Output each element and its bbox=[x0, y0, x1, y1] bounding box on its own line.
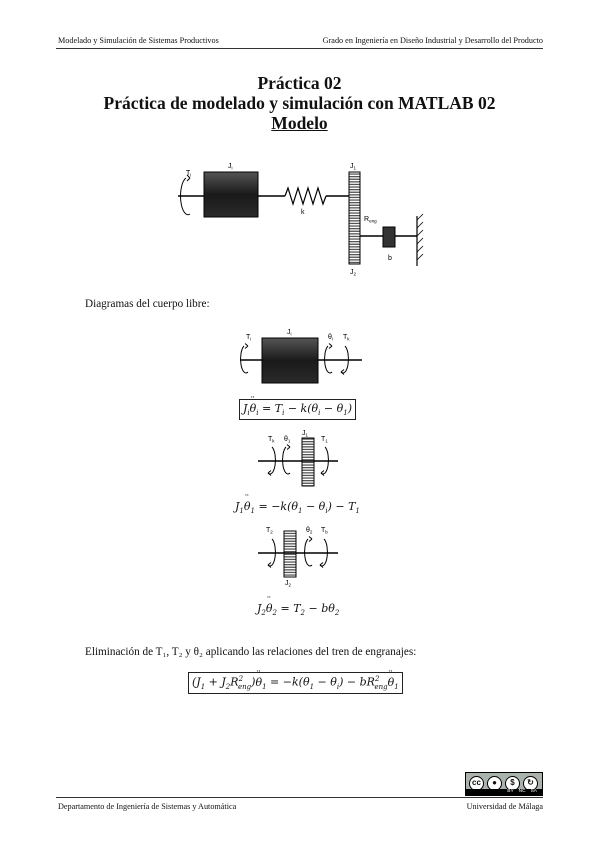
svg-text:θ1: θ1 bbox=[284, 436, 291, 444]
svg-text:θ2: θ2 bbox=[306, 527, 313, 535]
header-course: Modelado y Simulación de Sistemas Produc… bbox=[58, 36, 219, 45]
svg-text:Ji: Ji bbox=[287, 329, 292, 337]
spring-k bbox=[284, 185, 327, 207]
svg-text:b: b bbox=[388, 255, 392, 262]
fbd-ji: Ti Ji θi Tk bbox=[240, 329, 362, 384]
svg-text:J1: J1 bbox=[302, 430, 309, 438]
svg-text:T2: T2 bbox=[266, 527, 273, 535]
equation-combined: (J1 + J2R2eng)θ1 = −k(θ1 − θi) − bR2engθ… bbox=[188, 670, 403, 694]
equation-inertia-j1: J1θ1 = −k(θ1 − θi) − T1 bbox=[235, 494, 360, 515]
svg-text:J2: J2 bbox=[350, 269, 357, 277]
header-degree: Grado en Ingeniería en Diseño Industrial… bbox=[322, 36, 543, 45]
svg-text:Ti: Ti bbox=[246, 334, 251, 342]
svg-text:Ti: Ti bbox=[186, 170, 191, 178]
title-practice: Práctica 02 bbox=[257, 73, 342, 93]
header-rule bbox=[56, 48, 543, 49]
svg-text:J1: J1 bbox=[350, 163, 357, 171]
svg-text:θi: θi bbox=[328, 334, 333, 342]
svg-text:Tk: Tk bbox=[268, 436, 275, 444]
svg-text:Reng: Reng bbox=[364, 216, 377, 224]
footer-rule bbox=[56, 797, 543, 798]
model-diagram: Ti Ji k J1 Reng b J2 bbox=[178, 163, 424, 277]
svg-text:J2: J2 bbox=[285, 580, 292, 588]
svg-text:Tk: Tk bbox=[343, 334, 350, 342]
fbd-j2: T2 θ2 Tb J2 bbox=[258, 527, 338, 588]
title-subtitle: Práctica de modelado y simulación con MA… bbox=[103, 93, 496, 113]
elimination-caption: Eliminación de T₁, T₂ y θ₂ aplicando las… bbox=[85, 646, 417, 658]
footer-department: Departamento de Ingeniería de Sistemas y… bbox=[58, 802, 237, 811]
damper-b bbox=[382, 226, 396, 248]
footer-university: Universidad de Málaga bbox=[466, 802, 543, 811]
inertia-ji bbox=[203, 171, 259, 218]
svg-text:T1: T1 bbox=[321, 436, 328, 444]
free-body-caption: Diagramas del cuerpo libre: bbox=[85, 298, 210, 310]
fbd-j1: Tk θ1 J1 T1 bbox=[258, 430, 338, 487]
gear-j1 bbox=[348, 171, 361, 265]
title-model: Modelo bbox=[271, 113, 328, 133]
svg-text:k: k bbox=[301, 209, 305, 216]
svg-text:Ji: Ji bbox=[228, 163, 233, 171]
svg-text:Tb: Tb bbox=[321, 527, 328, 535]
equation-inertia-j2: J2θ2 = T2 − bθ2 bbox=[257, 596, 339, 617]
